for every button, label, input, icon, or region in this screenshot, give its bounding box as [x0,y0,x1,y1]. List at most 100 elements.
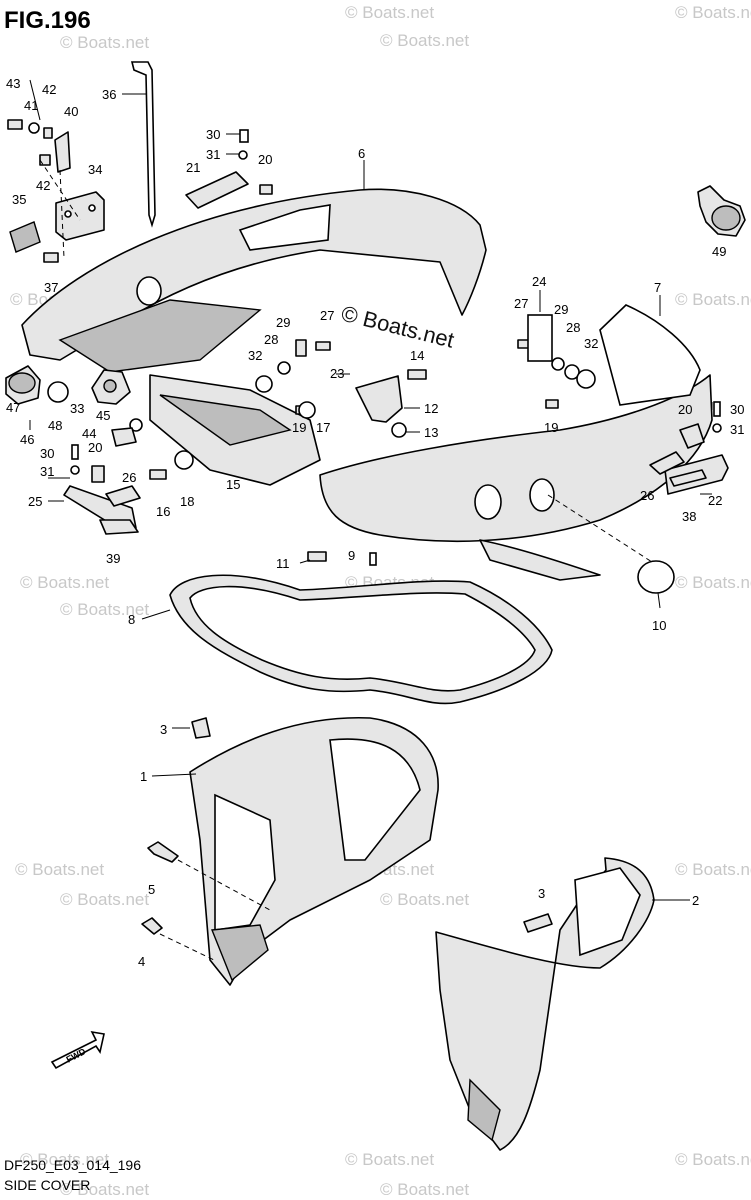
callout-36: 36 [102,87,116,102]
part-35-pad [9,221,41,253]
callout-42: 42 [42,82,56,97]
callout-27: 27 [320,308,334,323]
watermark-text: © Boats.net [675,290,751,309]
part-36-cable-tie [130,61,156,228]
callout-13: 13 [424,425,438,440]
callout-32: 32 [584,336,598,351]
callout-10: 10 [652,618,666,633]
callout-14: 14 [410,348,424,363]
callout-30: 30 [730,402,744,417]
callout-11: 11 [276,556,290,571]
callout-49: 49 [712,244,726,259]
callout-16: 16 [156,504,170,519]
model-code: DF250_E03_014_196 [4,1157,141,1173]
callout-19: 19 [292,420,306,435]
callout-35: 35 [12,192,26,207]
part-15-inner-bracket [149,374,321,486]
watermark-text: © Boats.net [345,1150,434,1169]
callout-12: 12 [424,401,438,416]
callout-19: 19 [544,420,558,435]
part-4-bolt [141,917,163,935]
figure-title: FIG.196 [4,7,91,34]
watermark-text: © Boats.net [675,1150,751,1169]
callout-29: 29 [276,315,290,330]
callout-25: 25 [28,494,42,509]
callout-26: 26 [122,470,136,485]
callout-31: 31 [730,422,744,437]
callout-17: 17 [316,420,330,435]
part-3-clip-lower [523,913,553,933]
callout-15: 15 [226,477,240,492]
part-5-bolt [147,841,179,863]
part-47-grommet [5,365,41,405]
callout-29: 29 [554,302,568,317]
callout-24: 24 [532,274,546,289]
callout-20: 20 [88,440,102,455]
callout-38: 38 [682,509,696,524]
callout-26: 26 [640,488,654,503]
callout-45: 45 [96,408,110,423]
callout-2: 2 [692,893,699,908]
callout-1: 1 [140,769,147,784]
callout-8: 8 [128,612,135,627]
callout-43: 43 [6,76,20,91]
callout-44: 44 [82,426,96,441]
watermark-text: © Boats.net [380,1180,469,1199]
callout-9: 9 [348,548,355,563]
watermark-text: © Boats.net [60,33,149,52]
callout-4: 4 [138,954,145,969]
part-40-bracket [54,131,71,173]
callout-30: 30 [206,127,220,142]
callout-20: 20 [678,402,692,417]
callout-28: 28 [264,332,278,347]
watermark-center: © Boats.net [339,301,457,353]
callout-22: 22 [708,493,722,508]
callout-42: 42 [36,178,50,193]
callout-18: 18 [180,494,194,509]
part-3-clip-upper [191,717,211,739]
part-48-cap [47,381,69,403]
small-fasteners-middle [70,129,722,566]
callout-3: 3 [160,722,167,737]
callout-5: 5 [148,882,155,897]
callout-28: 28 [566,320,580,335]
part-8-seal-frame [169,574,553,705]
dashed-alignment-lines [39,159,653,961]
watermark-text: © Boats.net [60,890,149,909]
callout-20: 20 [258,152,272,167]
callout-33: 33 [70,401,84,416]
callout-23: 23 [330,366,344,381]
part-6-upper-side-cover [21,188,487,373]
part-10-cap [637,560,675,594]
watermark-text: © Boats.net [675,573,751,592]
callout-6: 6 [358,146,365,161]
callout-3: 3 [538,886,545,901]
callout-39: 39 [106,551,120,566]
watermark-text: © Boats.net [345,3,434,22]
callout-21: 21 [186,160,200,175]
leader-lines [29,79,713,901]
part-7-right-side-cover [319,304,713,581]
watermark-text: © Boats.net [60,1180,149,1199]
callout-37: 37 [44,280,58,295]
small-fasteners-left [7,119,59,263]
callout-27: 27 [514,296,528,311]
callout-46: 46 [20,432,34,447]
part-38-handle-trim [669,469,707,487]
part-49-plug [697,185,746,237]
watermark-text: © Boats.net [380,890,469,909]
watermark-text: © Boats.net [20,573,109,592]
callout-31: 31 [206,147,220,162]
callout-47: 47 [6,400,20,415]
callout-32: 32 [248,348,262,363]
callout-48: 48 [48,418,62,433]
figure-caption: SIDE COVER [4,1177,90,1193]
callout-labels: 43 41 42 40 42 34 35 37 36 30 31 21 20 6… [6,76,744,969]
part-2-lower-side-cover [435,857,655,1151]
fwd-arrow: FWD [50,1030,105,1070]
watermark-text: © Boats.net [675,860,751,879]
callout-41: 41 [24,98,38,113]
watermark-text: © Boats.net [20,1150,109,1169]
